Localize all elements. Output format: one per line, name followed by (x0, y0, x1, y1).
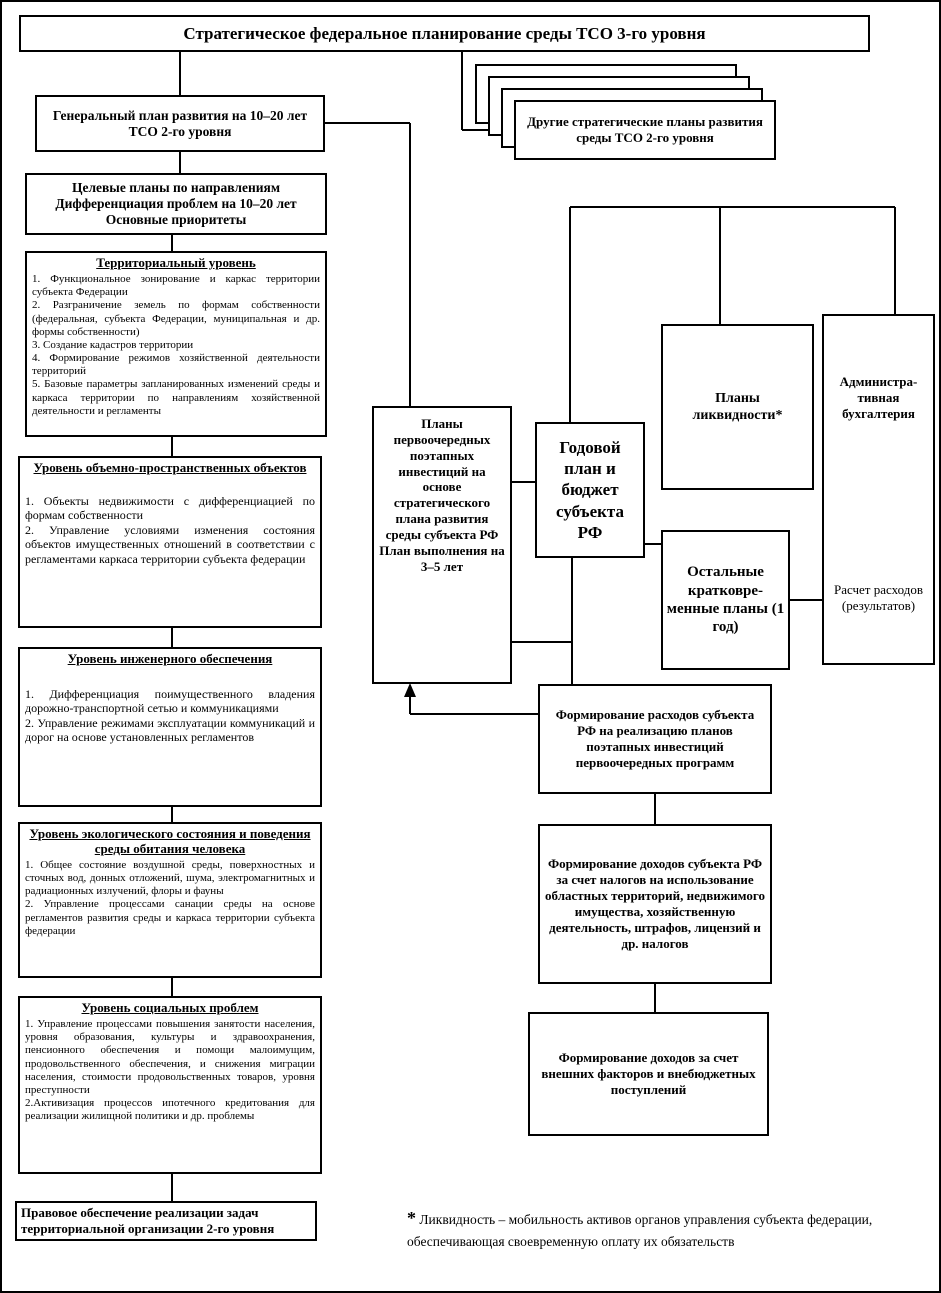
admin-accounting-subtext: Расчет расходов (результатов) (833, 581, 923, 613)
list-item: 1. Дифференциация поимущественного владе… (25, 686, 315, 716)
general-plan-line2: ТСО 2-го уровня (128, 123, 232, 139)
box-social-level: Уровень социальных проблем 1. Управление… (18, 996, 322, 1174)
list-item: 2. Разграничение земель по формам собств… (32, 299, 320, 338)
legal-support-text: Правовое обеспечение реализации задач те… (21, 1205, 275, 1236)
engineering-items: 1. Дифференциация поимущественного владе… (20, 686, 320, 747)
box-annual-plan-budget: Годовой план и бюджет субъекта РФ (535, 422, 645, 558)
box-admin-accounting: Администра-тивная бухгалтерия Расчет рас… (822, 314, 935, 665)
up-arrowhead-icon (404, 683, 416, 697)
box-short-term-plans: Остальные кратковре-менные планы (1 год) (661, 530, 790, 670)
box-investment-plans: Планы первоочередных поэтапных инвестици… (372, 406, 512, 684)
list-item: 3. Создание кадастров территории (32, 338, 194, 351)
list-item: 1. Общее состояние воздушной среды, пове… (25, 858, 315, 898)
spatial-items: 1. Объекты недвижимости с дифференциацие… (20, 493, 320, 568)
spatial-header: Уровень объемно-пространственных объекто… (33, 460, 307, 475)
footnote-text: Ликвидность – мобильность активов органо… (407, 1212, 873, 1249)
box-expenses-formation: Формирование расходов субъекта РФ на реа… (538, 684, 772, 794)
general-plan-line1: Генеральный план развития на 10–20 лет (52, 107, 308, 123)
annual-plan-text: Годовой план и бюджет субъекта РФ (556, 437, 624, 542)
engineering-header: Уровень инженерного обеспечения (67, 651, 273, 666)
box-territorial-level: Территориальный уровень 1. Функционально… (25, 251, 327, 437)
box-spatial-level: Уровень объемно-пространственных объекто… (18, 456, 322, 628)
external-income-text: Формирование доходов за счет внешних фак… (541, 1050, 756, 1097)
target-plans-line1: Целевые планы по направлениям (71, 180, 281, 195)
box-engineering-level: Уровень инженерного обеспечения 1. Диффе… (18, 647, 322, 807)
list-item: 2. Управление процессами санации среды н… (25, 898, 315, 937)
list-item: 1. Управление процессами повышения занят… (25, 1017, 315, 1096)
liquidity-plans-text: Планы ликвидности* (692, 390, 783, 423)
target-plans-line3: Основные приоритеты (105, 212, 247, 227)
ecological-header: Уровень экологического состояния и повед… (29, 826, 311, 856)
list-item: 4. Формирование режимов хозяйственной де… (32, 352, 320, 378)
title-box: Стратегическое федеральное планирование … (19, 15, 870, 52)
list-item: 1. Функциональное зонирование и каркас т… (32, 272, 320, 299)
box-legal-support: Правовое обеспечение реализации задач те… (15, 1201, 317, 1241)
list-item: 5. Базовые параметры запланированных изм… (32, 378, 320, 417)
box-liquidity-plans: Планы ликвидности* (661, 324, 814, 490)
box-tax-income-formation: Формирование доходов субъекта РФ за счет… (538, 824, 772, 984)
other-plans-text: Другие стратегические планы развития сре… (527, 114, 763, 145)
admin-accounting-text: Администра-тивная бухгалтерия (839, 374, 918, 421)
list-item: 2. Управление условиями изменения состоя… (25, 522, 315, 566)
investment-plans-text2: План выполнения на 3–5 лет (379, 542, 505, 574)
box-ecological-level: Уровень экологического состояния и повед… (18, 822, 322, 978)
ecological-items: 1. Общее состояние воздушной среды, пове… (20, 858, 320, 940)
tax-income-text: Формирование доходов субъекта РФ за счет… (545, 856, 765, 951)
territorial-items: 1. Функциональное зонирование и каркас т… (27, 272, 325, 420)
box-other-strategic-plans: Другие стратегические планы развития сре… (514, 100, 776, 160)
list-item: 1. Объекты недвижимости с дифференциацие… (25, 493, 315, 523)
social-header: Уровень социальных проблем (81, 1000, 259, 1015)
box-general-plan: Генеральный план развития на 10–20 лет Т… (35, 95, 325, 152)
box-external-income-formation: Формирование доходов за счет внешних фак… (528, 1012, 769, 1136)
expenses-text: Формирование расходов субъекта РФ на реа… (555, 707, 755, 770)
asterisk-icon: * (407, 1208, 416, 1228)
list-item: 2.Активизация процессов ипотечного креди… (25, 1097, 315, 1123)
social-items: 1. Управление процессами повышения занят… (20, 1017, 320, 1126)
footnote: * Ликвидность – мобильность активов орга… (407, 1205, 932, 1252)
short-term-plans-text: Остальные кратковре-менные планы (1 год) (666, 564, 785, 636)
page-title: Стратегическое федеральное планирование … (183, 23, 706, 43)
box-target-plans: Целевые планы по направлениям Дифференци… (25, 173, 327, 235)
list-item: 2. Управление режимами эксплуатации комм… (25, 715, 315, 745)
territorial-header: Территориальный уровень (96, 255, 256, 270)
investment-plans-text1: Планы первоочередных поэтапных инвестици… (385, 416, 499, 543)
target-plans-line2: Дифференциация проблем на 10–20 лет (55, 196, 297, 211)
